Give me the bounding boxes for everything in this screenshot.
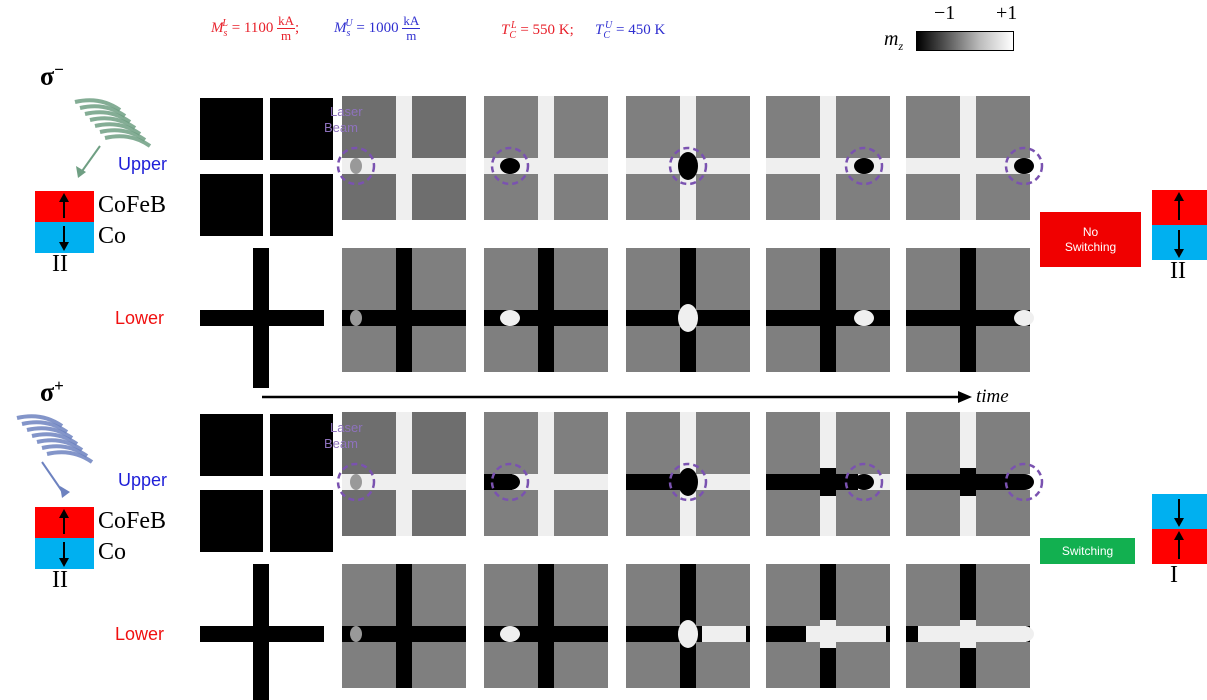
- lower-cross-horizontal: [342, 626, 466, 642]
- initial-upper-quadrant: [270, 174, 333, 236]
- laser-spot-domain: [500, 310, 520, 326]
- initial-upper-quadrant: [200, 490, 263, 552]
- laser-spot-domain: [350, 310, 362, 326]
- lower-switched-track: [702, 626, 746, 642]
- laser-spot-domain: [854, 626, 874, 642]
- lower-cross-horizontal: [342, 310, 466, 326]
- laser-spot-marker: [1004, 462, 1044, 502]
- helicity-label-sigma-plus: σ+: [40, 376, 64, 407]
- laser-spot-domain: [854, 310, 874, 326]
- laser-spot-domain: [854, 158, 874, 174]
- upper-switched-junction: [820, 468, 836, 496]
- tc-upper-equation: TCU = 450 K: [595, 20, 666, 41]
- initial-bottom-layer-label: Co: [98, 223, 127, 249]
- initial-upper-quadrant: [270, 98, 333, 160]
- initial-upper-quadrant: [200, 98, 263, 160]
- upper-switched-track: [626, 474, 680, 490]
- initial-state-label: II: [52, 251, 68, 277]
- initial-upper-quadrant: [200, 414, 263, 476]
- laser-spot-domain: [350, 626, 362, 642]
- laser-spot-domain: [678, 468, 698, 496]
- lower-cross-horizontal: [906, 310, 1030, 326]
- result-badge-sigma-plus: Switching: [1040, 538, 1135, 564]
- laser-spot-domain: [678, 152, 698, 180]
- laser-spot-marker: [668, 462, 708, 502]
- laser-spot-marker: [336, 462, 376, 502]
- initial-top-layer-label: CoFeB: [98, 508, 167, 534]
- laser-spot-marker: [490, 146, 530, 186]
- laser-spot-marker: [1004, 146, 1044, 186]
- colorbar-axis-label: mz: [884, 28, 904, 53]
- initial-upper-quadrant: [270, 490, 333, 552]
- lower-row-label: Lower: [115, 308, 165, 328]
- laser-spot-marker: [844, 146, 884, 186]
- initial-upper-quadrant: [200, 174, 263, 236]
- upper-row-label: Upper: [118, 470, 168, 490]
- colorbar-min-label: −1: [934, 2, 956, 24]
- time-axis-label: time: [976, 386, 1009, 407]
- laser-spot-marker: [668, 146, 708, 186]
- upper-switched-junction: [960, 468, 976, 496]
- laser-spot-domain: [1014, 626, 1034, 642]
- initial-top-layer-label: CoFeB: [98, 192, 167, 218]
- laser-spot-domain: [854, 474, 874, 490]
- colorbar-max-label: +1: [996, 2, 1018, 24]
- lower-row-label: Lower: [115, 624, 165, 644]
- upper-row-label: Upper: [118, 154, 168, 174]
- lower-switched-junction: [820, 620, 836, 648]
- lower-switched-junction: [960, 620, 976, 648]
- laser-spot-domain: [1014, 474, 1034, 490]
- laser-spot-marker: [336, 146, 376, 186]
- helicity-label-sigma-minus: σ−: [40, 60, 64, 91]
- final-state-label: I: [1170, 562, 1178, 588]
- time-axis-arrowhead: [958, 391, 972, 403]
- laser-spot-domain: [500, 626, 520, 642]
- initial-lower-cross-horizontal: [200, 310, 324, 326]
- colorbar-gradient: [916, 31, 1014, 51]
- final-state-label: II: [1170, 258, 1186, 284]
- initial-upper-quadrant: [270, 414, 333, 476]
- laser-spot-domain: [350, 474, 362, 490]
- laser-spot-domain: [1014, 158, 1034, 174]
- upper-stripe-horizontal: [906, 158, 1030, 174]
- tc-lower-equation: TCL = 550 K;: [501, 20, 574, 41]
- laser-spot-domain: [1014, 310, 1034, 326]
- laser-spot-domain: [500, 474, 520, 490]
- laser-spot-marker: [490, 462, 530, 502]
- laser-spot-domain: [350, 158, 362, 174]
- laser-spot-domain: [678, 620, 698, 648]
- laser-spot-marker: [844, 462, 884, 502]
- laser-spot-domain: [678, 304, 698, 332]
- initial-state-label: II: [52, 567, 68, 593]
- initial-bottom-layer-label: Co: [98, 539, 127, 565]
- laser-spot-domain: [500, 158, 520, 174]
- initial-lower-cross-horizontal: [200, 626, 324, 642]
